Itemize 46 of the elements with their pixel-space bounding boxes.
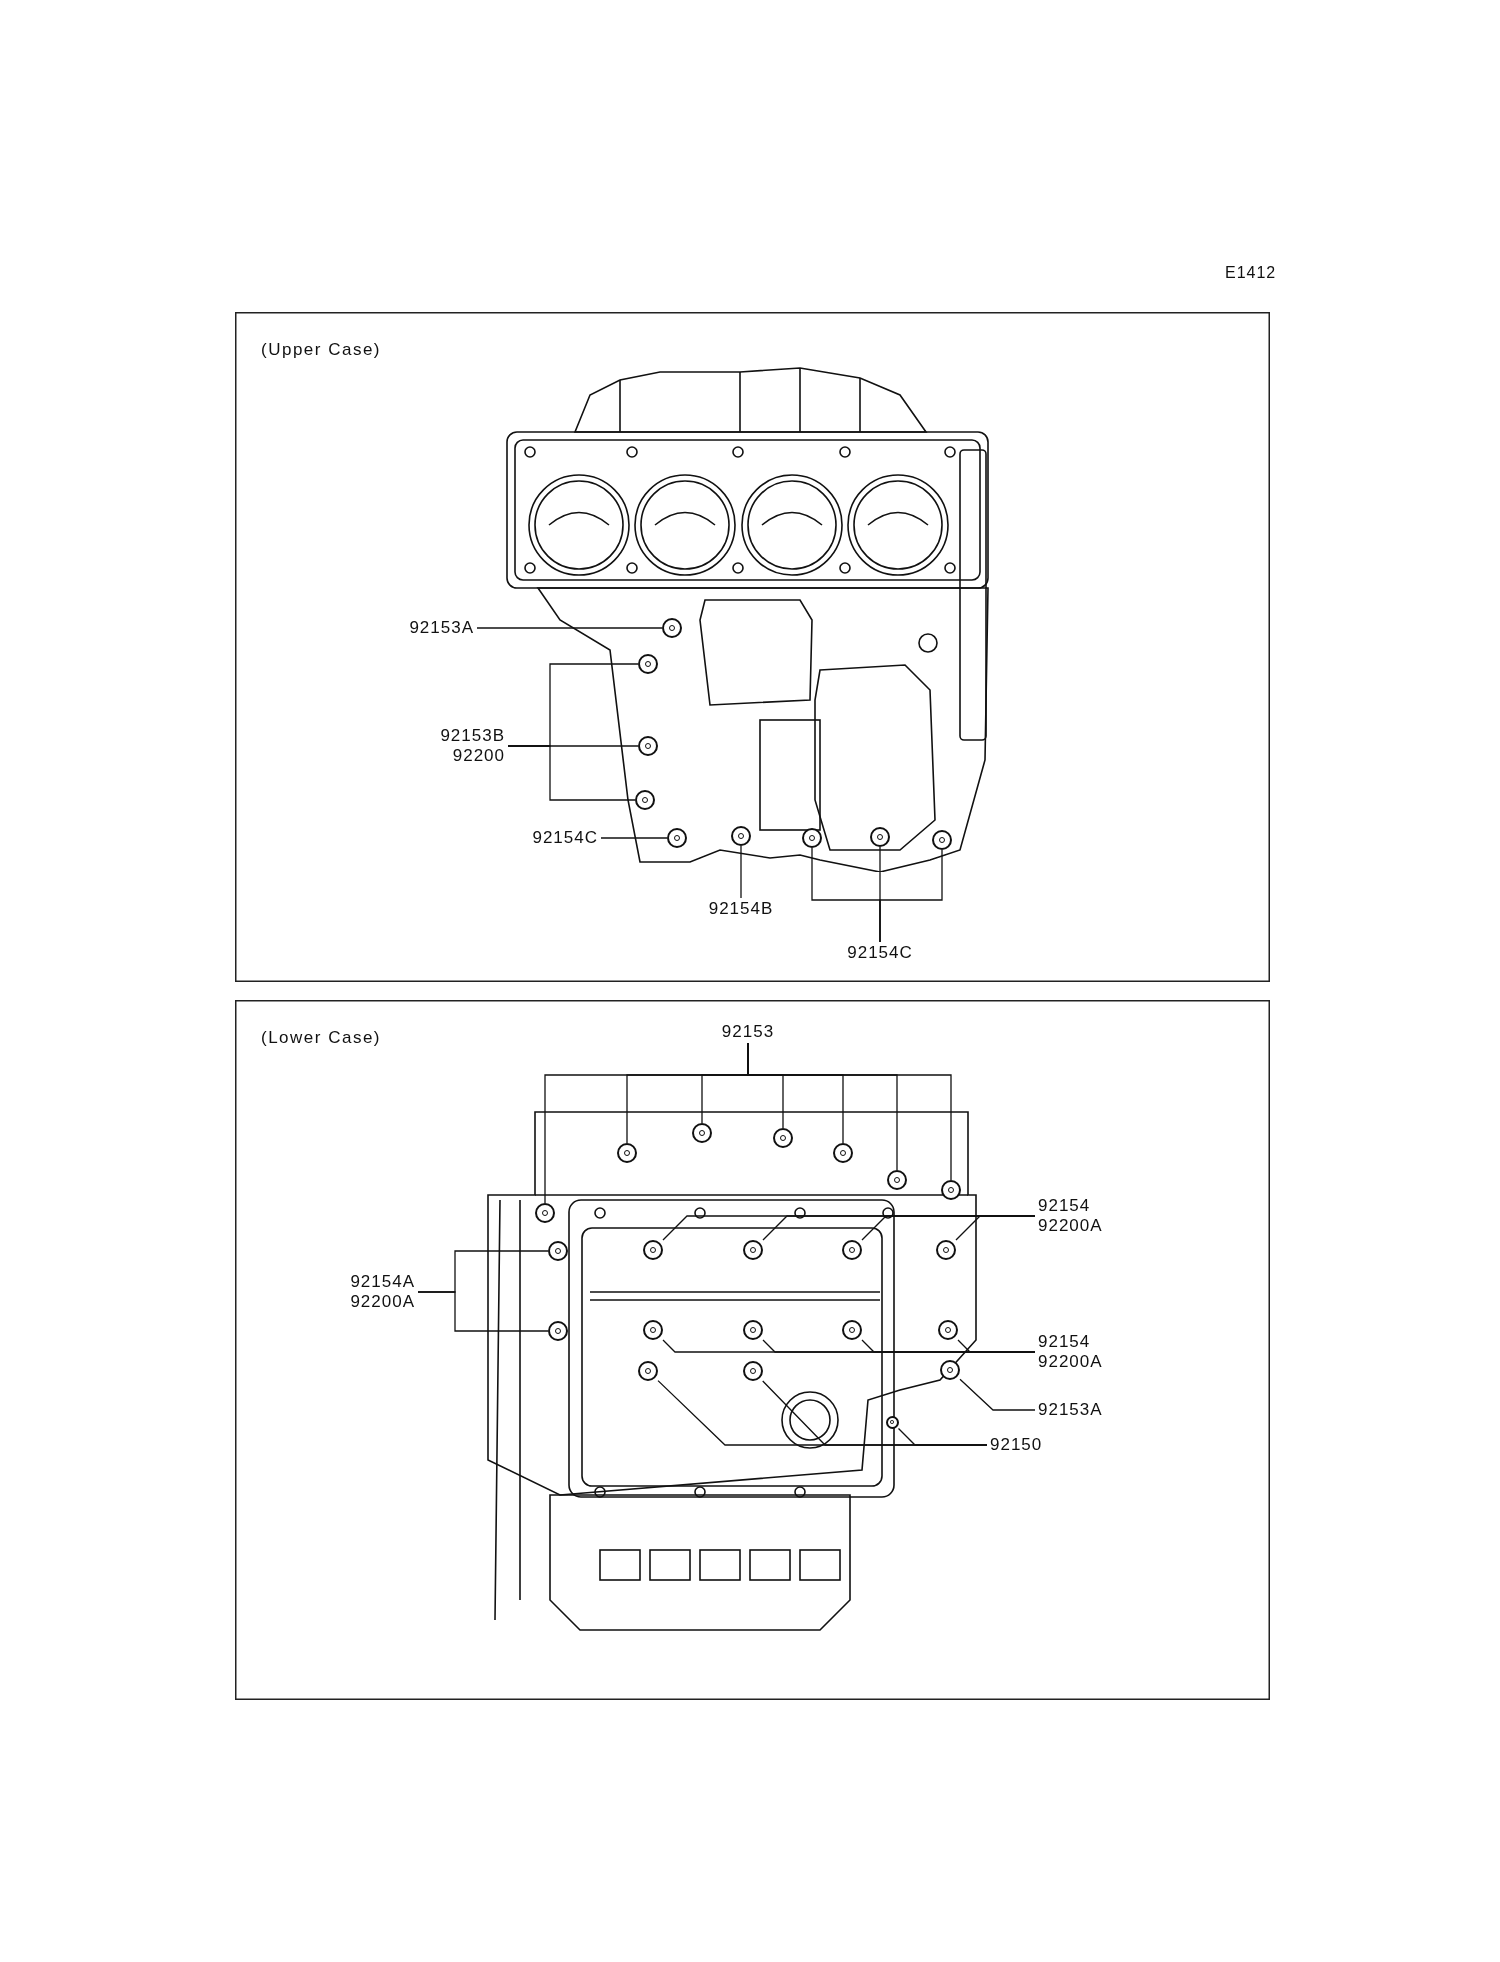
diagram-code: E1412 (1225, 264, 1277, 282)
bolt-head (535, 1203, 555, 1223)
bolt-head (638, 1361, 658, 1381)
bolt-head (932, 830, 952, 850)
bolt-head (667, 828, 687, 848)
bolt-head (638, 654, 658, 674)
bolt-head (643, 1240, 663, 1260)
bolt-head (941, 1180, 961, 1200)
leader-line (879, 849, 943, 943)
leader-line (959, 1378, 1036, 1411)
bolt-head (870, 827, 890, 847)
bolt-head (743, 1320, 763, 1340)
bolt-head (743, 1240, 763, 1260)
bolt-head (842, 1240, 862, 1260)
bolt-head (802, 828, 822, 848)
bolt-head (548, 1241, 568, 1261)
leader-line (507, 745, 636, 801)
leader-line (417, 1291, 549, 1332)
leader-line (476, 627, 663, 629)
leader-line (740, 845, 742, 899)
bolt-head (773, 1128, 793, 1148)
leader-line (897, 1427, 988, 1446)
bolt-head (638, 736, 658, 756)
bolt-head (643, 1320, 663, 1340)
bolt-head (617, 1143, 637, 1163)
panel-frame (235, 1000, 1270, 1700)
panel-frame (235, 312, 1270, 982)
bolt-head (743, 1361, 763, 1381)
bolt-head (842, 1320, 862, 1340)
bolt-head (692, 1123, 712, 1143)
leader-line (955, 1215, 1036, 1241)
bolt-head (731, 826, 751, 846)
bolt-head (887, 1170, 907, 1190)
bolt-head (548, 1321, 568, 1341)
leader-line (957, 1339, 1036, 1353)
bolt-head (662, 618, 682, 638)
leader-line (600, 837, 668, 839)
bolt-head (635, 790, 655, 810)
bolt-head (885, 1415, 899, 1429)
bolt-head (938, 1320, 958, 1340)
panel-heading: (Upper Case) (261, 340, 382, 360)
leader-line (747, 1042, 952, 1181)
bolt-head (940, 1360, 960, 1380)
panel-heading: (Lower Case) (261, 1028, 382, 1048)
bolt-head (833, 1143, 853, 1163)
bolt-head (936, 1240, 956, 1260)
